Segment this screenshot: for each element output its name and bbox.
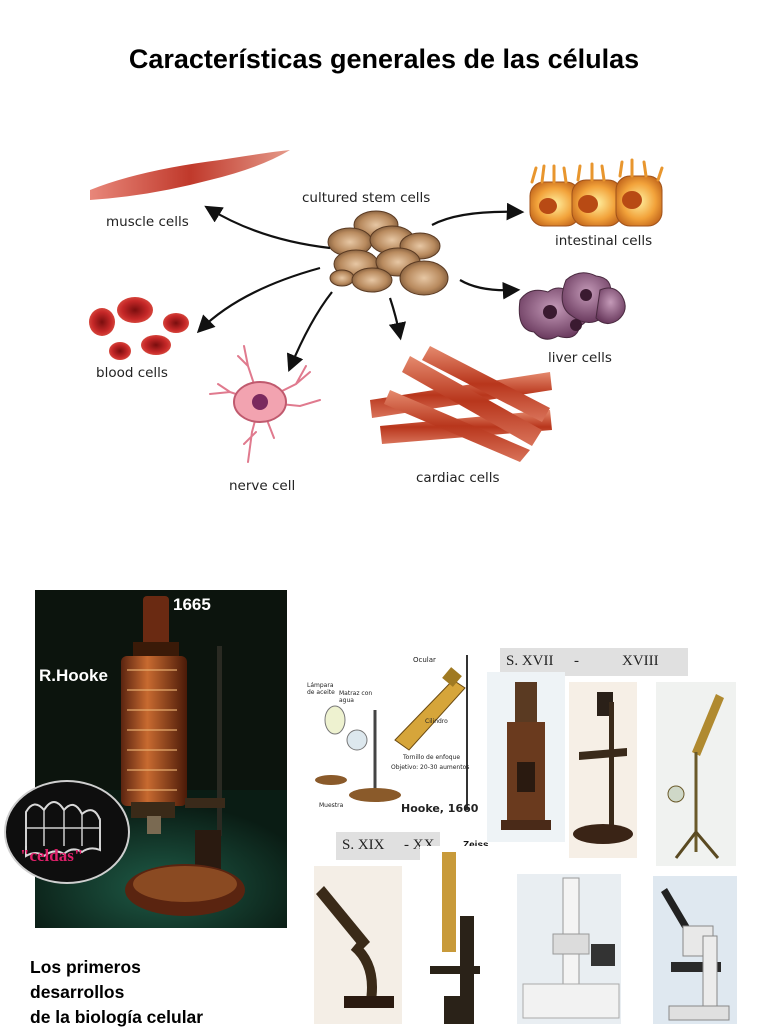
cardiac-cells-shape bbox=[370, 346, 552, 462]
sketch-label-muestra: Muestra bbox=[319, 802, 344, 809]
microscope-photo-19th bbox=[314, 866, 402, 1024]
microscope-image bbox=[430, 852, 480, 1024]
microscope-image bbox=[522, 877, 620, 1019]
microscope-image bbox=[667, 694, 724, 859]
era-s17: S. XVII bbox=[506, 653, 554, 669]
caption-line-2: desarrollos bbox=[30, 982, 125, 1002]
microscope-image bbox=[316, 886, 394, 1008]
stem-cell-cluster bbox=[327, 210, 449, 296]
sketch-label-objetivo: Objetivo: 20-30 aumentos bbox=[391, 764, 470, 771]
microscope-photo-modern bbox=[653, 876, 737, 1024]
microscope-photo-electron bbox=[517, 874, 621, 1024]
differentiation-arrows bbox=[196, 202, 525, 373]
caption: Los primeros desarrollos de la biología … bbox=[30, 955, 203, 1030]
microscope-image bbox=[661, 888, 730, 1021]
cork-cells-image bbox=[25, 801, 101, 858]
hooke-year: 1665 bbox=[173, 595, 211, 614]
hooke-sketch: Ocular Lámpara de aceite Matraz con agua… bbox=[305, 650, 479, 822]
era-s19: S. XIX bbox=[342, 837, 385, 853]
celdas-label: "celdas" bbox=[20, 846, 84, 865]
era-dash: - bbox=[574, 653, 579, 669]
label-nerve-cell: nerve cell bbox=[229, 478, 296, 494]
label-cultured-stem-cells: cultured stem cells bbox=[302, 190, 431, 206]
microscope-image bbox=[501, 682, 551, 830]
era-tag-s17-s18: S. XVII - XVIII bbox=[500, 648, 688, 676]
sketch-label-tornillo: Tornillo de enfoque bbox=[403, 754, 461, 761]
diagram-illustration bbox=[89, 150, 664, 463]
blood-cells-shape bbox=[89, 297, 189, 360]
microscope-image bbox=[573, 692, 633, 844]
era-s18: XVIII bbox=[622, 653, 659, 669]
sketch-credit: Hooke, 1660 bbox=[401, 802, 479, 815]
microscope-photo-17th-2 bbox=[569, 682, 637, 858]
cork-cells-inset: "celdas" bbox=[4, 780, 130, 884]
hooke-sketch-image bbox=[315, 655, 468, 810]
sketch-label-cilindro: Cilindro bbox=[425, 718, 448, 725]
hooke-name: R.Hooke bbox=[39, 666, 108, 685]
sketch-label-matraz: Matraz con agua bbox=[339, 690, 373, 704]
label-cardiac-cells: cardiac cells bbox=[416, 470, 500, 486]
page-title: Características generales de las células bbox=[128, 44, 640, 74]
label-liver-cells: liver cells bbox=[548, 350, 612, 366]
sketch-label-ocular: Ocular bbox=[413, 656, 436, 664]
zeiss-name: Zeiss bbox=[463, 840, 489, 852]
label-intestinal-cells: intestinal cells bbox=[555, 233, 653, 249]
muscle-cell-shape bbox=[90, 150, 290, 200]
liver-cells-shape bbox=[518, 272, 626, 340]
microscope-photo-zeiss bbox=[420, 846, 490, 1024]
stem-cell-diagram: cultured stem cells muscle cells intesti… bbox=[80, 140, 680, 500]
label-muscle-cells: muscle cells bbox=[106, 214, 189, 230]
caption-line-1: Los primeros bbox=[30, 957, 141, 977]
caption-line-3: de la biología celular bbox=[30, 1007, 204, 1027]
label-blood-cells: blood cells bbox=[96, 365, 168, 381]
microscope-photo-18th bbox=[656, 682, 736, 866]
nerve-cell-shape bbox=[209, 345, 321, 463]
intestinal-cells-shape bbox=[529, 158, 664, 227]
microscope-photo-17th-1 bbox=[487, 672, 565, 842]
sketch-label-lampara: Lámpara de aceite bbox=[307, 682, 335, 696]
